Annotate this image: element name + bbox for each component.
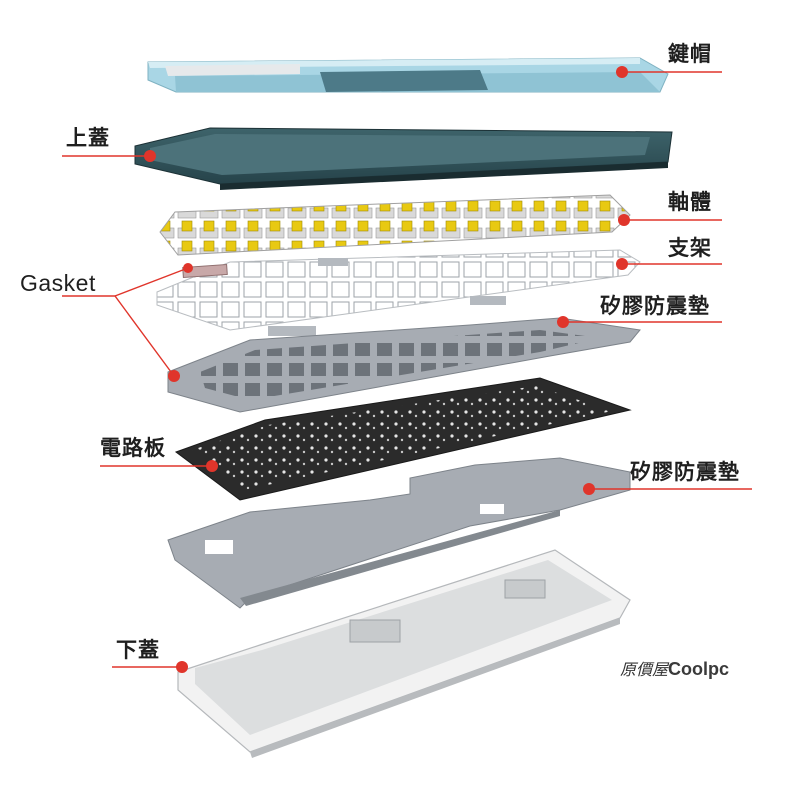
callout-markers — [144, 66, 630, 673]
pcb-layer — [174, 377, 632, 501]
label-top-case: 上蓋 — [66, 126, 110, 150]
marker-bottom-case — [176, 661, 188, 673]
label-pcb: 電路板 — [100, 436, 166, 460]
marker-plate — [616, 258, 628, 270]
keycaps-layer — [147, 57, 669, 93]
marker-switches — [618, 214, 630, 226]
label-switches: 軸體 — [668, 190, 712, 214]
brand-prefix: 原價屋 — [620, 660, 669, 679]
label-plate: 支架 — [668, 236, 712, 260]
silicone-pad-1-layer — [167, 317, 641, 413]
marker-silicone-pad-2 — [583, 483, 595, 495]
marker-top-case — [144, 150, 156, 162]
marker-pcb — [206, 460, 218, 472]
brand-logo: Coolpc — [668, 659, 730, 679]
marker-keycaps — [616, 66, 628, 78]
label-silicone-pad-2: 矽膠防震墊 — [630, 460, 740, 484]
top-case-layer — [134, 127, 673, 190]
silicone-pad-2-layer — [167, 457, 631, 609]
label-bottom-case: 下蓋 — [116, 638, 160, 662]
marker-gasket-1 — [183, 263, 193, 273]
label-silicone-pad-1: 矽膠防震墊 — [600, 294, 710, 318]
label-gasket: Gasket — [20, 270, 96, 296]
callout-lines — [62, 71, 752, 668]
plate-layer — [156, 249, 641, 336]
switches-layer — [159, 194, 631, 256]
marker-gasket-2 — [168, 370, 180, 382]
marker-silicone-pad-1 — [557, 316, 569, 328]
label-keycaps: 鍵帽 — [668, 42, 712, 66]
brand-watermark: 原價屋Coolpc — [620, 656, 729, 680]
bottom-case-layer — [177, 549, 631, 758]
